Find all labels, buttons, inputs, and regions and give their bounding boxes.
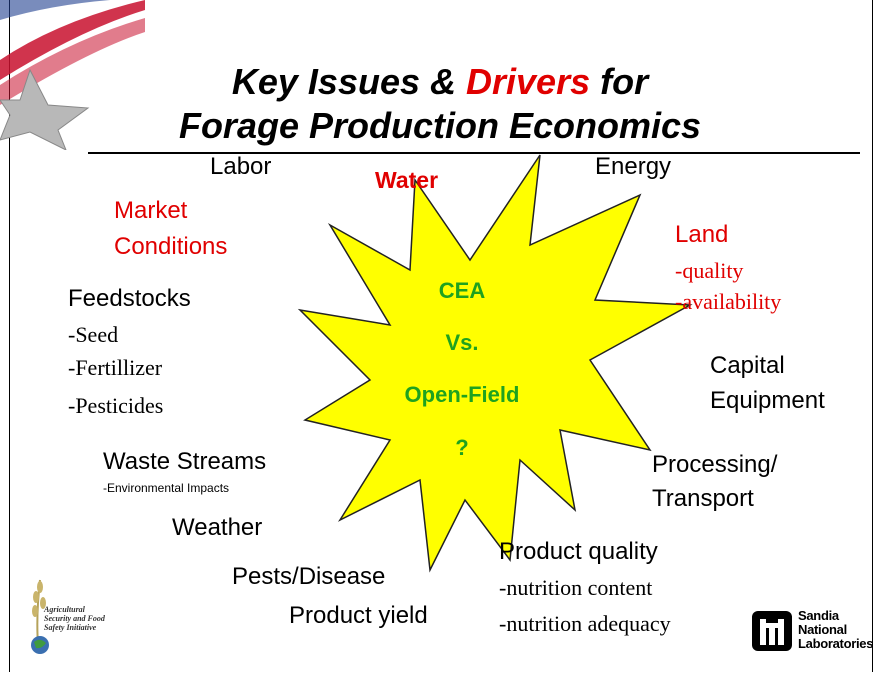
label-land-quality: -quality xyxy=(675,258,744,283)
label-conditions: Conditions xyxy=(114,233,228,260)
slide-frame xyxy=(9,0,873,672)
label-land: Land xyxy=(675,221,729,248)
label-land-availability: -availability xyxy=(675,289,782,314)
sandia-line-1: Sandia xyxy=(798,608,839,623)
title-part-2: for xyxy=(590,61,649,102)
ag-logo-line-2: Security and Food xyxy=(44,614,105,623)
wheat-globe-icon xyxy=(31,579,49,654)
ag-logo-text: Agricultural Security and Food Safety In… xyxy=(44,605,105,632)
label-waste-streams: Waste Streams xyxy=(103,448,267,475)
sandia-logo: Sandia National Laboratories xyxy=(752,607,873,657)
label-water: Water xyxy=(375,167,439,193)
sandia-line-2: National xyxy=(798,622,847,637)
label-capital: Capital xyxy=(710,352,785,379)
sandia-logo-text: Sandia National Laboratories xyxy=(798,609,873,651)
title-part-1: Key Issues & xyxy=(231,61,467,102)
label-transport: Transport xyxy=(652,485,754,512)
label-pests-disease: Pests/Disease xyxy=(232,563,386,590)
ag-logo-line-3: Safety Initiative xyxy=(44,623,97,632)
label-weather: Weather xyxy=(172,514,263,541)
title-line-2: Forage Production Economics xyxy=(178,105,702,146)
label-processing: Processing/ xyxy=(652,451,778,478)
sandia-thunderbird-icon xyxy=(752,611,792,651)
label-energy: Energy xyxy=(595,153,672,180)
label-fertillizer: -Fertillizer xyxy=(68,355,163,380)
title-highlight: Drivers xyxy=(466,61,591,102)
ag-security-logo: Agricultural Security and Food Safety In… xyxy=(18,575,138,655)
label-product-yield: Product yield xyxy=(289,602,428,629)
label-market: Market xyxy=(114,197,188,224)
center-question: ? xyxy=(455,435,469,460)
label-seed: -Seed xyxy=(68,322,119,347)
label-equipment: Equipment xyxy=(710,387,825,414)
label-feedstocks: Feedstocks xyxy=(68,285,191,312)
flag-star-decoration xyxy=(0,0,145,150)
label-pesticides: -Pesticides xyxy=(68,393,164,418)
title-underline xyxy=(88,152,860,154)
label-product-quality: Product quality xyxy=(499,538,658,565)
label-nutrition-adequacy: -nutrition adequacy xyxy=(499,611,671,636)
sandia-line-3: Laboratories xyxy=(798,636,874,651)
label-labor: Labor xyxy=(210,153,272,180)
center-open-field: Open-Field xyxy=(404,382,520,407)
center-vs: Vs. xyxy=(445,330,479,355)
ag-logo-line-1: Agricultural xyxy=(44,605,85,614)
label-nutrition-content: -nutrition content xyxy=(499,575,653,600)
center-cea: CEA xyxy=(438,278,486,303)
title-line-1: Key Issues & Drivers for xyxy=(90,60,790,104)
label-environmental-impacts: -Environmental Impacts xyxy=(103,481,230,495)
